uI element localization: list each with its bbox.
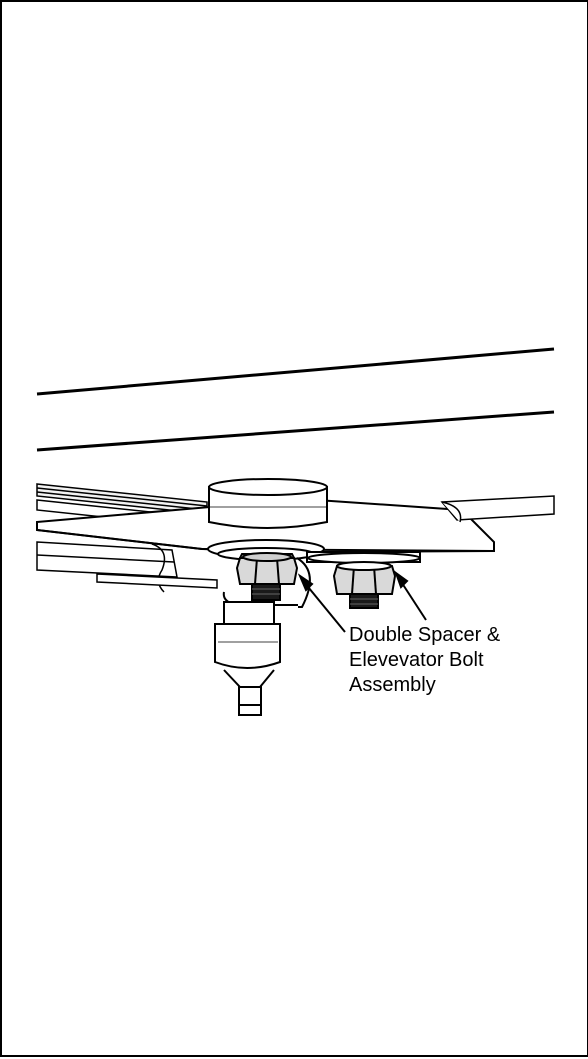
arrow-icon [297,573,346,633]
nut-icon [332,561,397,595]
bolt-icon [251,583,281,601]
callout-line-1: Double Spacer & [349,624,501,646]
rail-line-lower [36,410,555,452]
spacer-cylinder [208,478,328,529]
callout-label: Double Spacer & Elevevator Bolt Assembly [349,623,549,698]
nut-icon [235,552,299,585]
right-bracket [440,495,555,523]
washer-right [306,551,421,564]
rail-line-upper [36,347,555,396]
nozzle [214,601,281,716]
bolt-icon [349,593,379,609]
callout-line-3: Assembly [349,674,436,696]
callout-line-2: Elevevator Bolt [349,649,484,671]
arrow-icon [393,570,427,621]
